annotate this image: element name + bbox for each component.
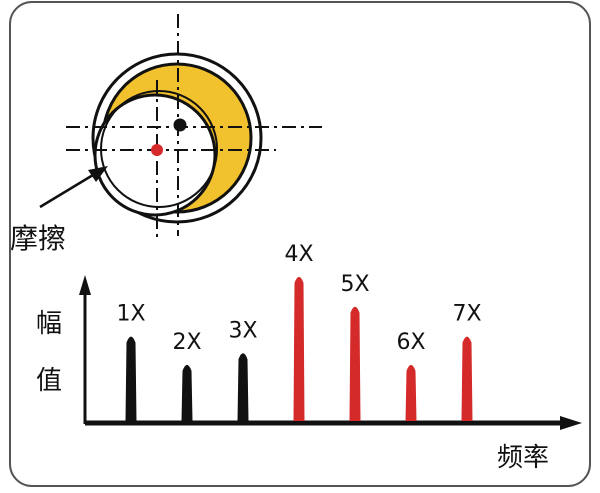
peak-label-2x: 2X bbox=[172, 330, 201, 355]
friction-label: 摩擦 bbox=[10, 222, 66, 255]
peak-label-7x: 7X bbox=[452, 302, 481, 327]
spectrum-peaks: 1X 2X 3X 4X 5X 6X 7X bbox=[116, 242, 482, 421]
peak-3x bbox=[237, 353, 249, 421]
x-axis-label: 频率 bbox=[497, 443, 549, 473]
peak-2x bbox=[181, 364, 193, 421]
peak-5x bbox=[349, 306, 361, 421]
shaft-center-dot bbox=[173, 118, 187, 132]
peak-1x bbox=[125, 336, 137, 421]
bearing-center-dot bbox=[151, 144, 163, 156]
rub-arrow-head bbox=[88, 166, 108, 182]
y-axis-arrow bbox=[79, 275, 91, 295]
peak-label-6x: 6X bbox=[396, 330, 425, 355]
rub-arrow-line bbox=[39, 173, 94, 209]
peak-label-5x: 5X bbox=[340, 272, 369, 297]
rotor-diagram: 摩擦 bbox=[10, 14, 322, 255]
y-axis-label-char-1: 幅 bbox=[36, 309, 62, 339]
peak-6x bbox=[405, 364, 417, 421]
spectrum-plot: 幅 值 频率 1X 2X 3X 4X 5X 6X 7X bbox=[36, 242, 582, 473]
peak-label-3x: 3X bbox=[228, 318, 257, 343]
peak-label-1x: 1X bbox=[116, 302, 145, 327]
y-axis-label-char-2: 值 bbox=[36, 366, 62, 396]
peak-4x bbox=[293, 276, 305, 421]
peak-label-4x: 4X bbox=[284, 242, 313, 267]
x-axis-arrow bbox=[560, 416, 582, 430]
peak-7x bbox=[461, 336, 473, 421]
